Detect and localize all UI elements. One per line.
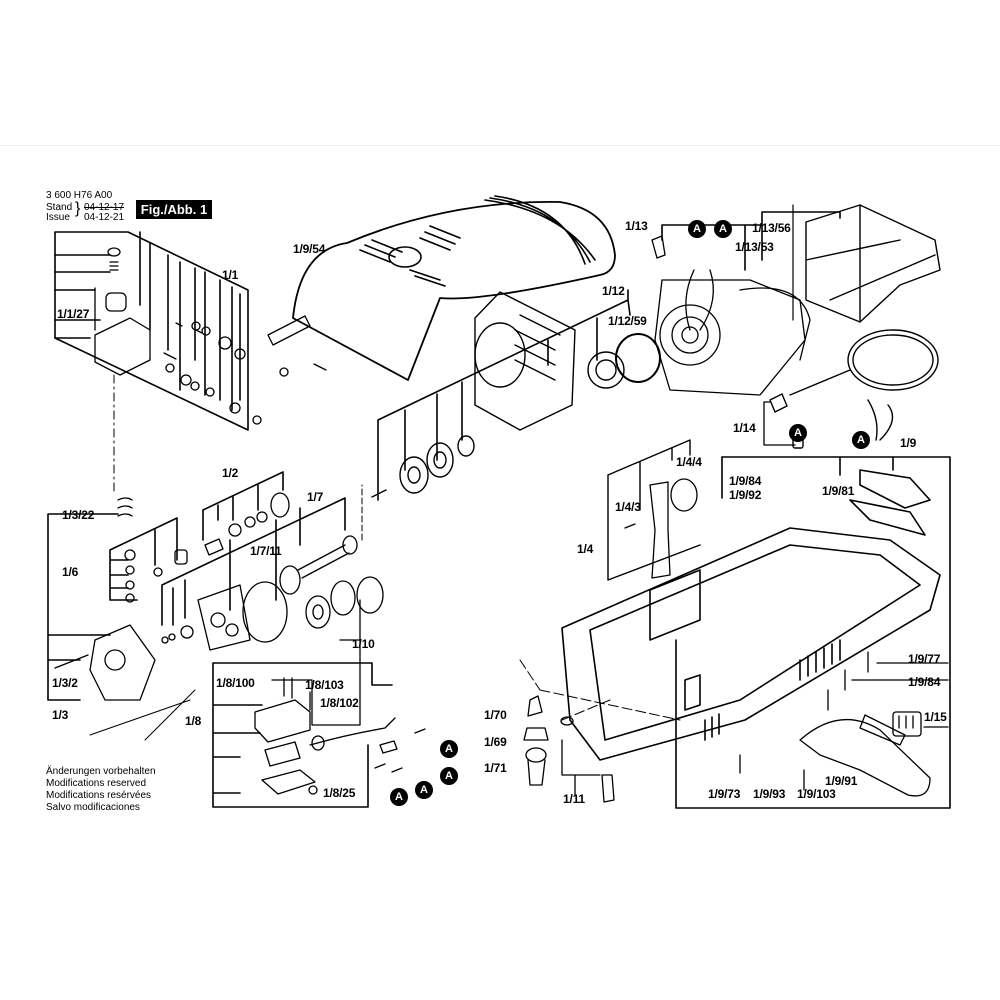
note-line: Modifications reserved bbox=[46, 778, 147, 789]
group-1-6-frame bbox=[109, 517, 178, 601]
part-label-1-3-2: 1/3/2 bbox=[52, 676, 78, 690]
group-1-7-frame bbox=[161, 497, 346, 626]
part-label-1-71: 1/71 bbox=[484, 761, 507, 775]
connector-a-marker: A bbox=[390, 788, 408, 806]
part-label-1-8-25: 1/8/25 bbox=[323, 786, 356, 800]
connector-a-marker: A bbox=[852, 431, 870, 449]
shroud-drawing bbox=[805, 204, 941, 323]
part-label-1-9-73: 1/9/73 bbox=[708, 787, 741, 801]
part-label-1-2: 1/2 bbox=[222, 466, 239, 480]
part-label-1-69: 1/69 bbox=[484, 735, 507, 749]
power-cable-drawing bbox=[769, 329, 939, 449]
part-label-1-3: 1/3 bbox=[52, 708, 69, 722]
part-label-1-9-81: 1/9/81 bbox=[822, 484, 855, 498]
page-edge bbox=[0, 145, 1000, 146]
group-1-3-frame bbox=[47, 513, 119, 701]
stand-date: 04-12-17 bbox=[84, 202, 125, 213]
group-1-13-frame bbox=[661, 211, 841, 271]
part-label-1-8: 1/8 bbox=[185, 714, 202, 728]
part-label-1-1: 1/1 bbox=[222, 268, 239, 282]
part-label-1-1-27: 1/1/27 bbox=[57, 307, 90, 321]
part-label-1-15: 1/15 bbox=[924, 710, 947, 724]
group-1-2-frame bbox=[202, 471, 284, 541]
part-label-1-11: 1/11 bbox=[563, 792, 585, 806]
part-label-1-9-84-bottom: 1/9/84 bbox=[908, 675, 941, 689]
connector-a-marker: A bbox=[415, 781, 433, 799]
part-label-1-13-56: 1/13/56 bbox=[752, 221, 791, 235]
switch-assembly-drawing bbox=[254, 677, 426, 795]
part-label-1-8-102: 1/8/102 bbox=[320, 696, 359, 710]
note-line: Modifications resérvées bbox=[46, 790, 152, 801]
part-label-1-3-22: 1/3/22 bbox=[62, 508, 95, 522]
issue-label: Issue bbox=[46, 212, 70, 223]
part-label-1-70: 1/70 bbox=[484, 708, 507, 722]
inlet-fittings-drawing bbox=[523, 695, 615, 803]
part-label-1-7-11: 1/7/11 bbox=[250, 544, 282, 558]
group-1-9-frame bbox=[675, 456, 951, 809]
part-label-1-4-3: 1/4/3 bbox=[615, 500, 641, 514]
part-label-1-6: 1/6 bbox=[62, 565, 79, 579]
part-label-1-9-54: 1/9/54 bbox=[293, 242, 326, 256]
group-1-12-frame bbox=[377, 289, 631, 501]
stand-label: Stand bbox=[46, 202, 73, 213]
motor-drawing bbox=[651, 235, 811, 396]
connector-a-marker: A bbox=[440, 740, 458, 758]
base-housing-drawing bbox=[561, 469, 941, 761]
part-label-1-14: 1/14 bbox=[733, 421, 756, 435]
spray-lance-drawing bbox=[624, 478, 698, 579]
connector-a-marker: A bbox=[688, 220, 706, 238]
part-label-1-8-100: 1/8/100 bbox=[216, 676, 255, 690]
connector-a-marker: A bbox=[789, 424, 807, 442]
part-label-1-9: 1/9 bbox=[900, 436, 917, 450]
group-1-4-frame bbox=[607, 439, 701, 581]
group-1-14-frame bbox=[763, 401, 796, 446]
part-label-1-9-77: 1/9/77 bbox=[908, 652, 941, 666]
valve-body-drawing bbox=[94, 247, 327, 425]
part-label-1-9-103: 1/9/103 bbox=[797, 787, 836, 801]
part-label-1-8-103: 1/8/103 bbox=[305, 678, 344, 692]
part-label-1-9-92: 1/9/92 bbox=[729, 488, 762, 502]
part-label-1-9-93: 1/9/93 bbox=[753, 787, 786, 801]
pump-housing-drawing bbox=[371, 291, 661, 498]
connector-a-marker: A bbox=[440, 767, 458, 785]
blank-top-margin bbox=[0, 0, 1000, 145]
part-label-1-12-59: 1/12/59 bbox=[608, 314, 647, 328]
base-fasteners-drawing bbox=[739, 651, 949, 797]
note-line: Änderungen vorbehalten bbox=[46, 766, 156, 777]
part-label-1-4-4: 1/4/4 bbox=[676, 455, 702, 469]
group-1-1-frame bbox=[54, 231, 249, 431]
issue-date: 04-12-21 bbox=[84, 212, 125, 223]
part-label-1-13-53: 1/13/53 bbox=[735, 240, 774, 254]
modification-notes: Änderungen vorbehalten Modifications res… bbox=[46, 766, 156, 814]
brace-glyph: } bbox=[75, 200, 81, 217]
part-label-1-4: 1/4 bbox=[577, 542, 594, 556]
motor-cover-drawing bbox=[292, 195, 616, 381]
group-1-8-frame bbox=[212, 662, 393, 808]
document-number: 3 600 H76 A00 bbox=[46, 190, 113, 201]
part-label-1-9-91: 1/9/91 bbox=[825, 774, 858, 788]
part-label-1-7: 1/7 bbox=[307, 490, 324, 504]
note-line: Salvo modificaciones bbox=[46, 802, 140, 813]
connector-a-marker: A bbox=[714, 220, 732, 238]
pump-parts-drawing bbox=[54, 492, 384, 701]
part-label-1-10: 1/10 bbox=[352, 637, 375, 651]
part-label-1-12: 1/12 bbox=[602, 284, 625, 298]
figure-label: Fig./Abb. 1 bbox=[136, 200, 212, 219]
part-label-1-9-84-top: 1/9/84 bbox=[729, 474, 762, 488]
part-label-1-13: 1/13 bbox=[625, 219, 648, 233]
